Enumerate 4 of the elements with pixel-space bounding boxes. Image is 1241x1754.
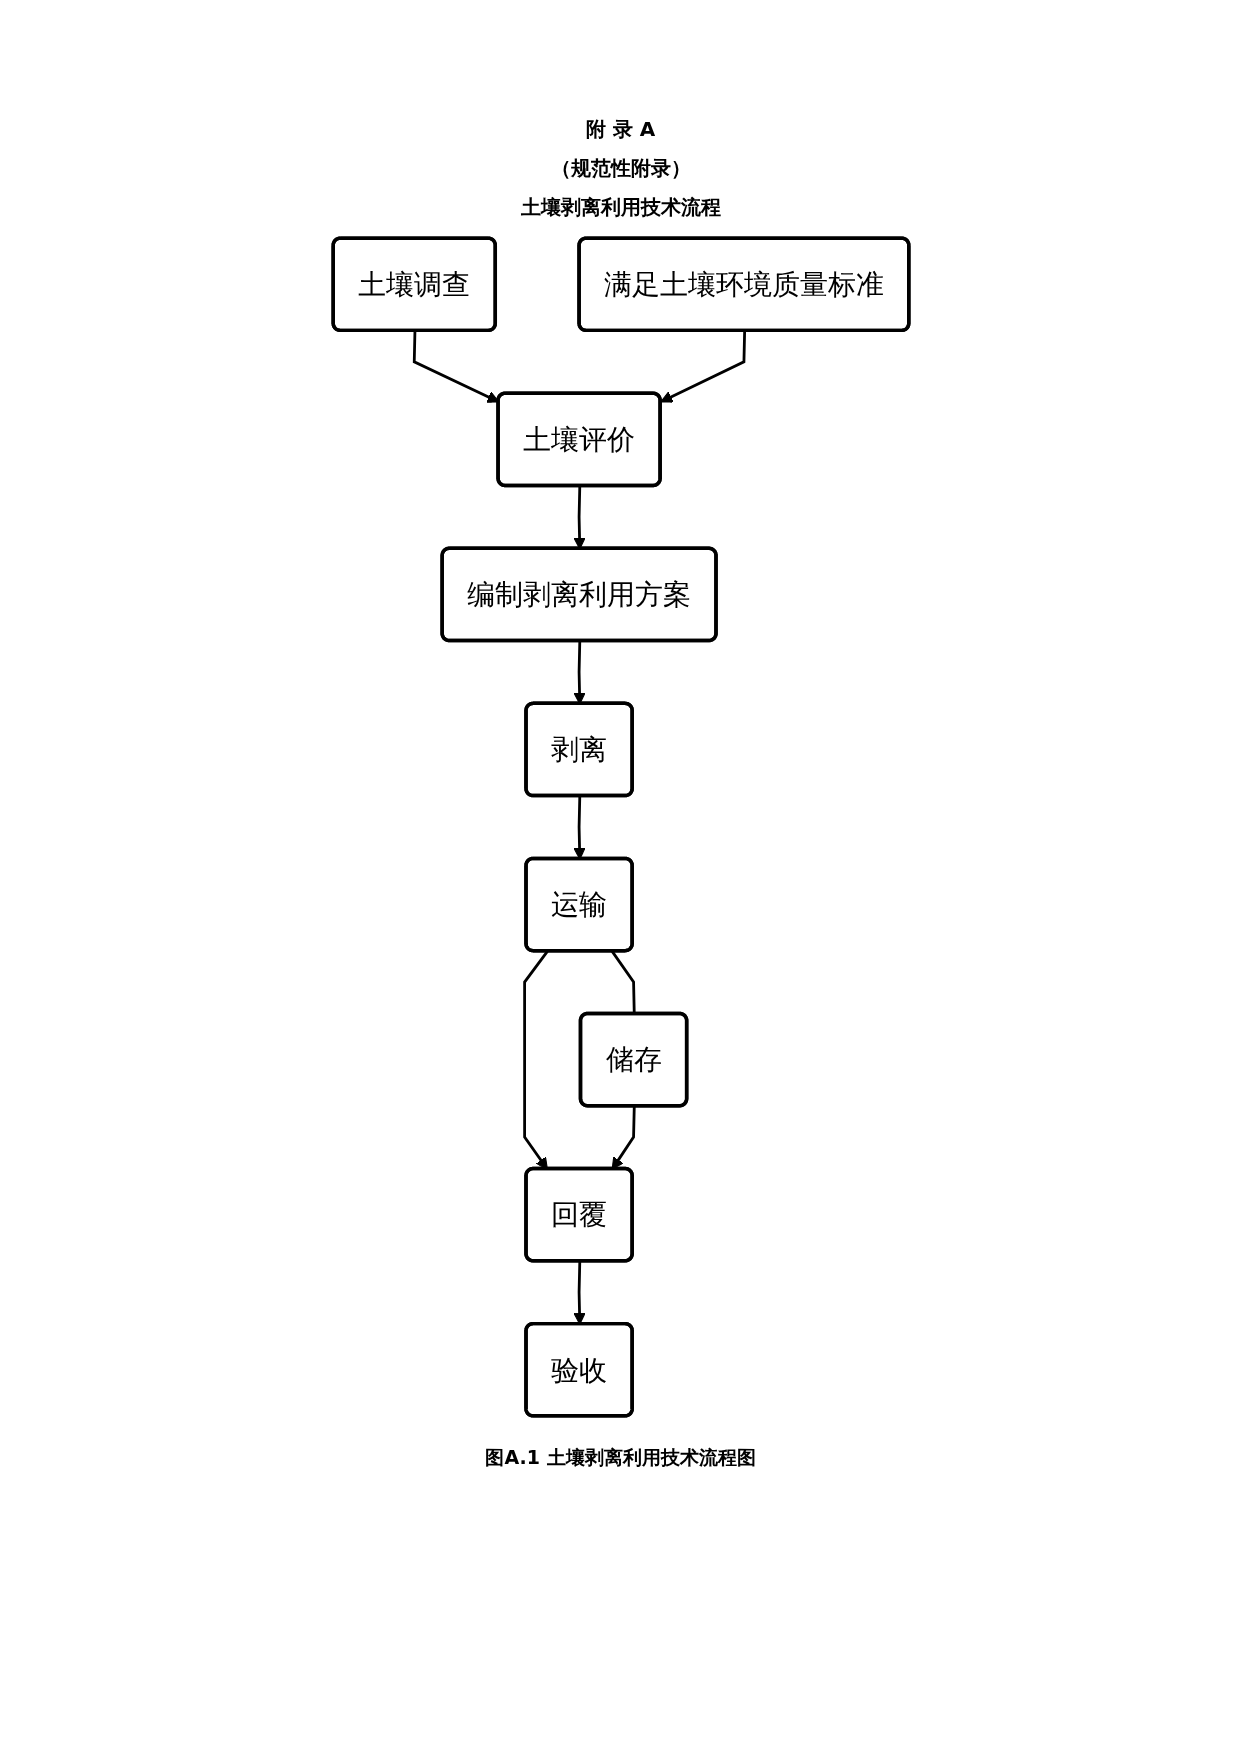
figure-caption: 图A.1 土壤剥离利用技术流程图 — [485, 1445, 756, 1470]
heading-text: 土壤剥离利用技术流程 — [520, 194, 721, 221]
appendix-heading: 附 录 A — [585, 116, 656, 143]
heading-text: （规范性附录） — [550, 155, 691, 182]
